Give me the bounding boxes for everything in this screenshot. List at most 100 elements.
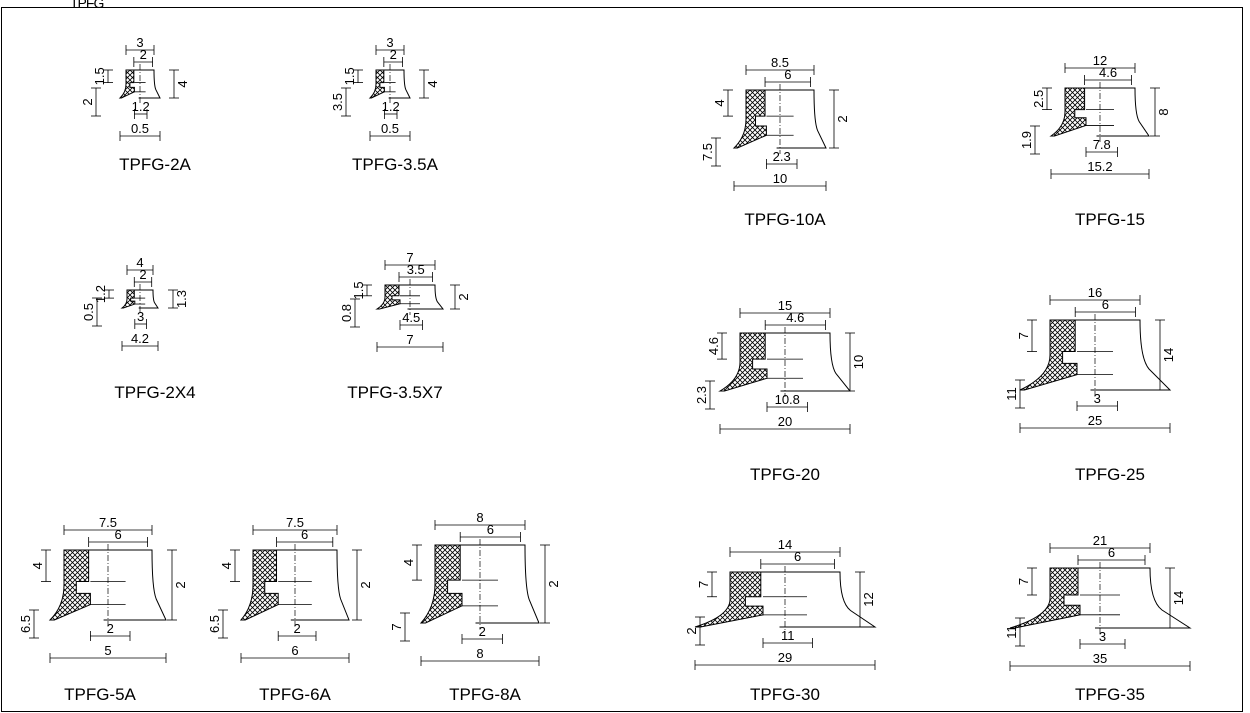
dim-value: 1.5 bbox=[92, 67, 107, 85]
model-label: TPFG-25 bbox=[1075, 465, 1145, 484]
dim-value: 6 bbox=[301, 527, 308, 542]
dim-value: 6 bbox=[291, 643, 298, 658]
dim-value: 3.5 bbox=[407, 262, 425, 277]
model-label: TPFG-5A bbox=[64, 685, 136, 704]
cup-outline bbox=[134, 289, 159, 309]
hatched-wall bbox=[718, 332, 768, 392]
dim-value: 8 bbox=[1156, 108, 1171, 115]
cup-outline bbox=[760, 571, 877, 628]
dim-value: 3 bbox=[137, 309, 144, 324]
dim-value: 5 bbox=[104, 643, 111, 658]
dim-value: 6 bbox=[794, 549, 801, 564]
dim-value: 10.8 bbox=[775, 392, 800, 407]
dim-value: 7 bbox=[406, 250, 413, 265]
cup-outline bbox=[133, 69, 161, 99]
dim-value: 1.5 bbox=[342, 67, 357, 85]
dim-value: 7 bbox=[1016, 332, 1031, 339]
dim-value: 1.3 bbox=[174, 290, 189, 308]
dim-value: 7 bbox=[389, 623, 404, 630]
header-fragment: TPFG bbox=[70, 0, 104, 11]
dim-value: 4 bbox=[219, 562, 234, 569]
dim-value: 3 bbox=[136, 35, 143, 50]
cup-outline bbox=[460, 544, 540, 624]
dim-value: 2 bbox=[173, 581, 188, 588]
hatched-wall bbox=[1019, 319, 1078, 391]
suction-cup-4: 124.62.587.81.915.2 bbox=[1019, 53, 1171, 179]
dim-value: 4 bbox=[712, 99, 727, 106]
dim-value: 8.5 bbox=[771, 55, 789, 70]
dim-value: 15 bbox=[778, 298, 792, 313]
model-label: TPFG-15 bbox=[1075, 210, 1145, 229]
dim-value: 12 bbox=[861, 592, 876, 606]
dim-value: 15.2 bbox=[1087, 159, 1112, 174]
dim-value: 7 bbox=[406, 332, 413, 347]
hatched-wall bbox=[1049, 87, 1087, 137]
dim-value: 2 bbox=[80, 98, 95, 105]
hatched-wall bbox=[368, 69, 385, 99]
dim-value: 6 bbox=[487, 522, 494, 537]
dim-value: 2.3 bbox=[773, 149, 791, 164]
dim-value: 2 bbox=[835, 115, 850, 122]
dim-value: 7.5 bbox=[99, 515, 117, 530]
cup-outline bbox=[88, 549, 167, 621]
hatched-wall bbox=[239, 549, 279, 621]
cup-outline bbox=[276, 549, 350, 621]
cup-outline bbox=[383, 69, 411, 99]
hatched-wall bbox=[694, 571, 764, 628]
dim-value: 7.8 bbox=[1093, 137, 1111, 152]
dim-value: 6.5 bbox=[207, 615, 222, 633]
dim-value: 12 bbox=[1093, 53, 1107, 68]
model-label: TPFG-2X4 bbox=[114, 383, 196, 402]
dim-value: 6 bbox=[1108, 545, 1115, 560]
dim-value: 3.5 bbox=[330, 93, 345, 111]
dim-value: 20 bbox=[778, 414, 792, 429]
hatched-wall bbox=[48, 549, 91, 621]
hatched-wall bbox=[375, 284, 401, 310]
dim-value: 10 bbox=[773, 171, 787, 186]
dim-value: 2 bbox=[358, 581, 373, 588]
dim-value: 7 bbox=[1016, 578, 1031, 585]
dim-value: 10 bbox=[851, 355, 866, 369]
dim-value: 14 bbox=[1171, 591, 1186, 605]
cup-outline bbox=[399, 284, 445, 310]
dim-value: 35 bbox=[1093, 651, 1107, 666]
dim-value: 3 bbox=[386, 35, 393, 50]
drawing-frame bbox=[1, 7, 1243, 712]
dim-value: 2 bbox=[684, 627, 699, 634]
model-label: TPFG-8A bbox=[449, 685, 521, 704]
cup-outline bbox=[765, 332, 852, 392]
dim-value: 11 bbox=[781, 628, 795, 643]
cup-outline bbox=[1084, 87, 1150, 137]
dim-value: 7 bbox=[696, 581, 711, 588]
dim-value: 14 bbox=[778, 537, 792, 552]
dim-value: 11 bbox=[1004, 625, 1019, 639]
dim-value: 4.6 bbox=[1099, 65, 1117, 80]
dim-value: 1.5 bbox=[351, 281, 366, 299]
dim-value: 4.6 bbox=[786, 310, 804, 325]
hatched-wall bbox=[118, 69, 135, 99]
dim-value: 2 bbox=[456, 293, 471, 300]
dim-value: 2 bbox=[293, 621, 300, 636]
hatched-wall bbox=[419, 544, 463, 624]
dim-value: 1.2 bbox=[132, 99, 150, 114]
dim-value: 2.3 bbox=[694, 386, 709, 404]
dim-value: 0.5 bbox=[381, 121, 399, 136]
dim-value: 4 bbox=[175, 80, 190, 87]
dim-value: 6 bbox=[1102, 297, 1109, 312]
dim-value: 21 bbox=[1093, 533, 1107, 548]
dim-value: 4 bbox=[136, 255, 143, 270]
model-label: TPFG-6A bbox=[259, 685, 331, 704]
hatched-wall bbox=[1009, 567, 1081, 629]
dim-value: 1.2 bbox=[382, 99, 400, 114]
dim-value: 4.6 bbox=[706, 337, 721, 355]
dim-value: 4.5 bbox=[402, 310, 420, 325]
dim-value: 4 bbox=[401, 559, 416, 566]
